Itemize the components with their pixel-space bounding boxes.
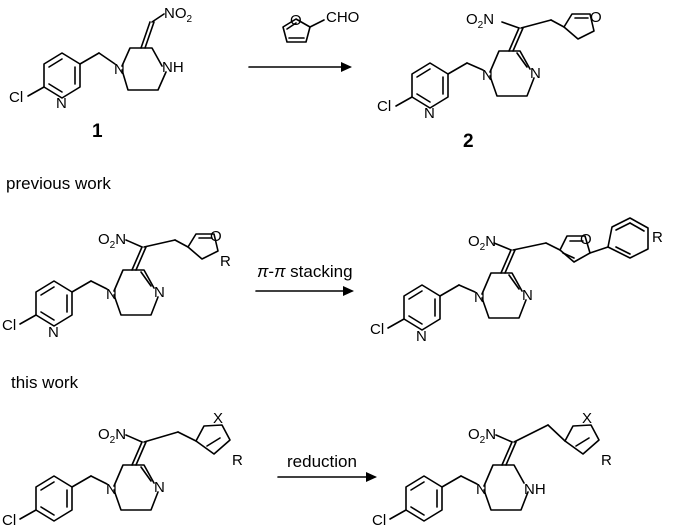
imidazole-n-atom-3b: N (154, 284, 165, 301)
nh-atom-6: NH (524, 481, 546, 498)
r-group-4: R (652, 229, 663, 246)
cl-atom-5: Cl (2, 512, 16, 526)
o2n-group-5: O2N (98, 426, 126, 446)
arrow-label-stacking: π-π stacking (257, 262, 353, 282)
reaction-arrow-2 (255, 286, 354, 296)
furan-o-atom-3: O (210, 228, 222, 245)
no2-group-1: NO2 (164, 5, 193, 25)
reaction-arrow-3 (277, 472, 377, 482)
cl-atom-4: Cl (370, 321, 384, 338)
r-group-3: R (220, 253, 231, 270)
cl-atom-3: Cl (2, 317, 16, 334)
pi-dash: - (268, 262, 275, 281)
compound-label-1: 1 (92, 121, 103, 142)
cl-atom-6: Cl (372, 512, 386, 526)
imidazole-n-atom-2b: N (530, 65, 541, 82)
pyridine-n-atom-3: N (48, 324, 59, 341)
imidazole-n-atom-1: N (114, 61, 125, 78)
imidazole-n-atom-5a: N (106, 481, 117, 498)
imidazole-n-atom-4a: N (474, 289, 485, 306)
compound-label-2: 2 (463, 131, 474, 152)
furfural-reagent (282, 18, 325, 43)
this-work-reactant (19, 424, 231, 522)
imidazole-n-atom-4b: N (522, 287, 533, 304)
pyridine-n-atom-2: N (424, 105, 435, 122)
this-work-product (389, 424, 600, 522)
section-heading-previous-work: previous work (6, 174, 111, 193)
imidazole-n-atom-2a: N (482, 67, 493, 84)
imidazole-n-atom-5b: N (154, 479, 165, 496)
pi-symbol-1: π (257, 262, 269, 281)
cl-atom-1: Cl (9, 89, 23, 106)
previous-work-reactant (19, 233, 219, 327)
compound-2-structure (395, 13, 595, 109)
pi-symbol-2: π (274, 262, 286, 281)
imidazole-n-atom-3a: N (106, 286, 117, 303)
o2n-group-2: O2N (466, 11, 494, 31)
cho-group: CHO (326, 9, 359, 26)
pyridine-n-atom-4: N (416, 328, 427, 345)
x-heteroatom-6: X (582, 410, 592, 427)
arrow-label-reduction: reduction (287, 452, 357, 471)
compound-1-structure (27, 13, 167, 99)
imidazole-n-atom-6a: N (476, 481, 487, 498)
furan-o-atom-4: O (580, 231, 592, 248)
o2n-group-3: O2N (98, 231, 126, 251)
section-heading-this-work: this work (11, 373, 79, 392)
r-group-6: R (601, 452, 612, 469)
previous-work-product (387, 217, 649, 331)
furfural-o-atom: O (290, 12, 302, 29)
o2n-group-6: O2N (468, 426, 496, 446)
nh-atom-1: NH (162, 59, 184, 76)
o2n-group-4: O2N (468, 233, 496, 253)
reaction-arrow-1 (248, 62, 352, 72)
x-heteroatom-5: X (213, 410, 223, 427)
stacking-word: stacking (285, 262, 353, 281)
r-group-5: R (232, 452, 243, 469)
furan-o-atom-2: O (590, 9, 602, 26)
pyridine-n-atom-1: N (56, 95, 67, 112)
cl-atom-2: Cl (377, 98, 391, 115)
